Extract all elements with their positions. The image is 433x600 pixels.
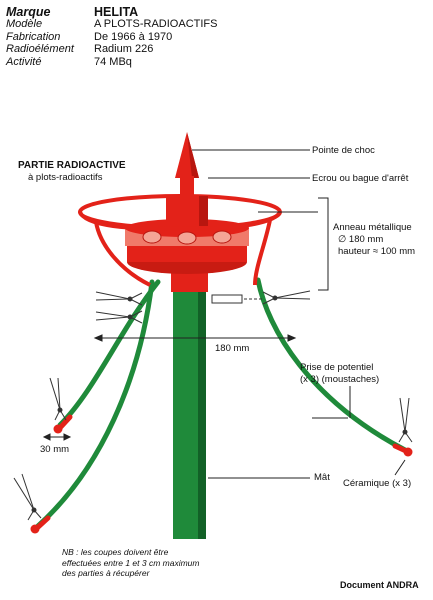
metal-ring-front [78, 210, 282, 231]
cutter-icon [95, 310, 143, 324]
spec-key: Radioélément [6, 43, 74, 56]
label-dimension-30mm: 30 mm [40, 444, 70, 455]
dimension-180mm [93, 334, 297, 342]
label-mat: Mât [314, 472, 330, 483]
mast-shade [198, 286, 206, 539]
whisker-right [255, 277, 408, 453]
spec-value: De 1966 à 1970 [94, 30, 173, 43]
spec-value: A PLOTS-RADIOACTIFS [94, 18, 218, 31]
label-anneau-3: hauteur ≈ 100 mm [338, 246, 416, 257]
label-ecrou: Ecrou ou bague d'arrêt [312, 173, 409, 184]
strike-point-stem [180, 176, 194, 198]
cutter-icon [262, 290, 311, 305]
spec-row-fabrication: Fabrication De 1966 à 1970 [6, 31, 306, 43]
note-nb: NB : les coupes doivent être effectuées … [62, 547, 200, 578]
label-ceramique: Céramique (x 3) [343, 478, 412, 489]
spec-key: Marque [6, 5, 51, 19]
document-credit: Document ANDRA [340, 580, 419, 590]
whisker-tip-right [392, 443, 413, 457]
leader-lines [192, 149, 406, 479]
label-prise-2: (x 3) (moustaches) [300, 374, 380, 385]
label-prise-1: Prise de potentiel [300, 362, 374, 373]
cutter-icon [13, 473, 42, 521]
whisker-tip-left-lower [30, 515, 51, 534]
spec-key: Fabrication [6, 30, 61, 43]
spec-row-marque: Marque HELITA [6, 5, 306, 19]
spec-row-modele: Modèle A PLOTS-RADIOACTIFS [6, 18, 306, 30]
spec-key: Modèle [6, 18, 43, 31]
spec-table: Marque HELITA Modèle A PLOTS-RADIOACTIFS… [6, 6, 306, 68]
spec-value: HELITA [94, 5, 139, 19]
spec-row-activite: Activité 74 MBq [6, 56, 306, 68]
ceramic-insulator [211, 294, 243, 304]
partie-radioactive-title: PARTIE RADIOACTIVE [18, 160, 126, 171]
spec-key: Activité [6, 55, 42, 68]
radioactive-plot [177, 231, 197, 245]
head-body-lower [127, 244, 247, 262]
label-anneau-2: ∅ 180 mm [338, 234, 384, 245]
cutter-icon [398, 397, 413, 443]
label-anneau-1: Anneau métallique [333, 222, 412, 233]
radioactive-plot [142, 230, 162, 244]
label-dimension-180mm: 180 mm [215, 343, 250, 354]
whisker-tip-left-upper [53, 414, 73, 434]
stop-nut-shade [199, 196, 208, 226]
spec-value: 74 MBq [94, 55, 132, 68]
strike-point-shade [187, 132, 199, 178]
whisker-left-lower [35, 279, 155, 529]
label-pointe-de-choc: Pointe de choc [312, 145, 375, 156]
ring-support-left [94, 221, 151, 287]
dimension-30mm [42, 433, 72, 441]
spec-row-radioelement: Radioélément Radium 226 [6, 43, 306, 55]
ring-support-right [253, 219, 272, 286]
partie-radioactive-subtitle: à plots-radioactifs [28, 172, 103, 183]
spec-value: Radium 226 [94, 43, 154, 56]
radioactive-plot [212, 230, 232, 244]
cutter-icon [49, 377, 67, 421]
whisker-left-upper [57, 279, 161, 428]
ring-height-bracket [318, 197, 329, 291]
cutter-icon [95, 291, 143, 306]
